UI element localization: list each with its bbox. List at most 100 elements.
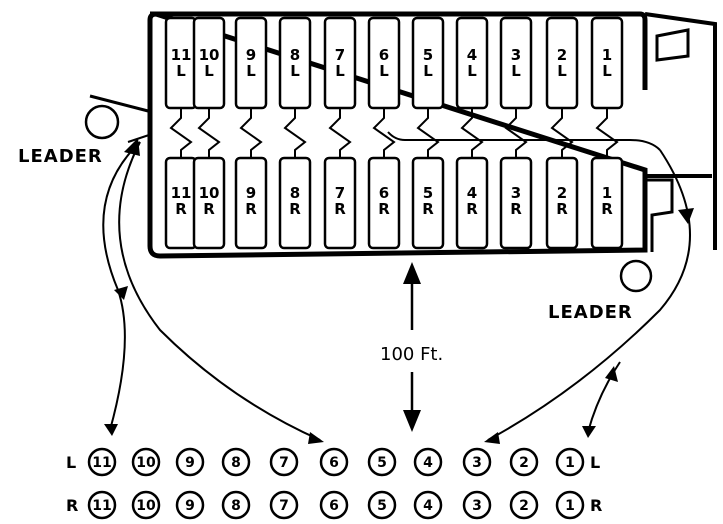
reel-position-circle [221,447,251,477]
reel-position-circle [509,490,539,520]
reel-side-label: L [246,62,256,80]
reel-number-label: 2 [557,46,567,64]
reel-number-label: 5 [423,46,433,64]
reel-side-label: R [289,200,301,218]
reel-position-circle [269,490,299,520]
arrowhead-left-mid [114,286,128,300]
route-curve-left-outer [102,141,141,431]
reel-position-circle [131,447,161,477]
reel-position-number: 10 [136,455,156,471]
reel-position-number: 9 [185,498,195,514]
reel-cell: 5L [411,16,445,110]
arrowhead-to-6 [308,432,324,444]
cable-zigzag [372,108,396,158]
reel-position-number: 4 [423,498,433,514]
reel-side-label: R [245,200,257,218]
reel-side-label: L [379,62,389,80]
reel-side-label: L [176,62,186,80]
reel-cell: 1R [590,156,624,250]
container-right-wall [644,12,717,250]
reel-position-circle [175,447,205,477]
reel-position-number: 11 [92,455,111,471]
reel-number-label: 3 [511,46,521,64]
reel-position-number: 9 [185,455,195,471]
reel-position-number: 1 [565,455,575,471]
reel-cell: 2L [545,16,579,110]
container-right-notch [646,178,674,252]
reel-number-label: 10 [199,184,220,202]
reel-side-label: L [335,62,345,80]
reel-position-number: 1 [565,498,575,514]
reel-number-label: 2 [557,184,567,202]
reel-position-number: 3 [472,498,482,514]
reel-side-label: L [557,62,567,80]
route-curve-right-inner [587,361,621,433]
reel-cell: 5R [411,156,445,250]
reel-position-number: 5 [377,455,387,471]
reel-number-label: 10 [199,46,220,64]
reel-cell: 10R [192,156,226,250]
reel-number-label: 7 [335,46,345,64]
reel-number-label: 8 [290,184,300,202]
leader-spool-right [619,259,653,293]
leader-label-right: LEADER [548,302,633,323]
reel-number-label: 6 [379,46,389,64]
reel-position-circle [555,490,585,520]
reel-side-label: R [601,200,613,218]
arrowhead-left-leader [124,138,140,156]
arrowhead-right-mid [605,366,618,382]
reel-number-label: 8 [290,46,300,64]
leader-label-left: LEADER [18,146,103,167]
cable-zigzag [595,108,619,158]
cable-zigzag [416,108,440,158]
reel-position-circle [131,490,161,520]
container-outline [147,11,648,259]
reel-position-number: 7 [279,498,289,514]
reel-position-circle [269,447,299,477]
reel-cell: 6L [367,16,401,110]
reel-side-label: L [423,62,433,80]
reel-side-label: L [602,62,612,80]
reel-side-label: L [511,62,521,80]
reel-position-circle [221,490,251,520]
reel-side-label: R [466,200,478,218]
reel-cell: 9R [234,156,268,250]
reel-cell: 11L [164,16,198,110]
reel-position-number: 6 [329,498,339,514]
reel-number-label: 11 [171,184,192,202]
reel-position-number: 11 [92,498,111,514]
reel-position-circle [319,490,349,520]
reel-position-circle [87,490,117,520]
reel-cell: 4R [455,156,489,250]
reel-cell: 7R [323,156,357,250]
reel-position-circle [367,490,397,520]
reel-number-label: 7 [335,184,345,202]
reel-position-circle [367,447,397,477]
arrowhead-right-leader [678,208,694,224]
reel-number-label: 4 [467,46,477,64]
reel-position-number: 8 [231,455,241,471]
reel-side-label: R [334,200,346,218]
reel-cell: 2R [545,156,579,250]
reel-cell: 6R [367,156,401,250]
reel-number-label: 9 [246,46,256,64]
cable-zigzag [504,108,528,158]
reel-position-number: 5 [377,498,387,514]
reel-position-number: 7 [279,455,289,471]
cable-zigzag-links [169,108,619,158]
reel-side-label: R [175,200,187,218]
reel-position-circle [319,447,349,477]
arrowhead-left-bottom [104,424,118,436]
reel-position-number: 10 [136,498,156,514]
reel-position-number: 3 [472,455,482,471]
feed-line-mid [387,131,661,151]
leader-spool-left [84,104,120,140]
arrowhead-right-bottom [582,426,596,438]
distance-label: 100 Ft. [380,344,443,365]
reel-number-label: 3 [511,184,521,202]
cable-zigzag [550,108,574,158]
